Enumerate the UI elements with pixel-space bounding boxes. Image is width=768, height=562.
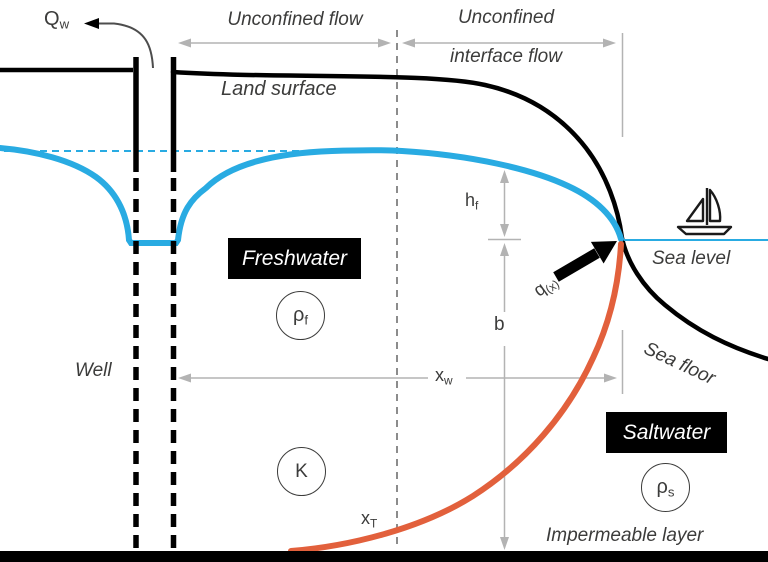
arrowhead-down-icon (500, 537, 509, 550)
sailboat-hull (676, 225, 733, 236)
label-base: ρ (292, 303, 305, 326)
freshwater-head-label: hf (465, 191, 478, 212)
saltwater-density-symbol: ρs (641, 463, 690, 512)
pumping-arrow-curve (98, 22, 154, 69)
saltwater-interface-curve (288, 241, 624, 554)
label-base: x (361, 508, 370, 528)
sea-level-label: Sea level (652, 248, 731, 269)
arrowhead-up-icon (500, 170, 509, 183)
impermeable-layer-bar (0, 551, 768, 562)
label-sub: T (370, 516, 378, 531)
hydraulic-conductivity-symbol: K (277, 447, 326, 496)
arrowhead-left-icon (402, 38, 415, 48)
label-sub: w (444, 373, 453, 388)
land-surface-label: Land surface (221, 78, 337, 100)
arrowhead-left-icon (178, 38, 191, 48)
sailboat-icon (676, 188, 733, 236)
label-base: ρ (656, 475, 668, 498)
arrowhead-left-icon (84, 18, 99, 29)
sailboat-main-sail (708, 188, 722, 223)
well-distance-label: xw (433, 366, 455, 387)
label-sub: f (304, 312, 309, 328)
sailboat-jib-sail (685, 197, 705, 223)
land-surface-and-sea-floor-curve (170, 69, 768, 362)
saltwater-zone-label: Saltwater (622, 420, 711, 444)
well-label: Well (75, 360, 112, 381)
arrowhead-down-icon (500, 224, 509, 237)
freshwater-zone-label: Freshwater (241, 246, 348, 270)
arrowhead-left-icon (178, 373, 191, 383)
arrowhead-right-icon (603, 38, 616, 48)
label-base: K (295, 460, 308, 482)
flux-arrow-shaft (553, 248, 600, 282)
freshwater-zone-badge: Freshwater (228, 238, 361, 279)
label-sub: f (475, 198, 479, 213)
label-sub: s (667, 484, 675, 500)
toe-position-label: xT (361, 509, 377, 530)
label-sub: w (59, 16, 70, 32)
flux-arrowhead-icon (590, 241, 617, 264)
arrowhead-right-icon (378, 38, 391, 48)
label-base: x (435, 365, 444, 385)
label-base: Q (44, 8, 60, 30)
saltwater-zone-badge: Saltwater (606, 412, 727, 453)
water-table-curve (0, 145, 624, 246)
pumping-rate-label: Qw (44, 9, 69, 32)
aquifer-thickness-label: b (492, 314, 507, 335)
arrowhead-up-icon (500, 243, 509, 256)
unconfined-interface-flow-label-line1: Unconfined (457, 7, 555, 28)
unconfined-flow-label: Unconfined flow (227, 9, 363, 30)
impermeable-layer-label: Impermeable layer (546, 525, 704, 546)
unconfined-interface-flow-label-line2: interface flow (450, 46, 562, 67)
label-base: h (465, 190, 476, 210)
arrowhead-right-icon (604, 373, 617, 383)
freshwater-density-symbol: ρf (276, 291, 325, 340)
